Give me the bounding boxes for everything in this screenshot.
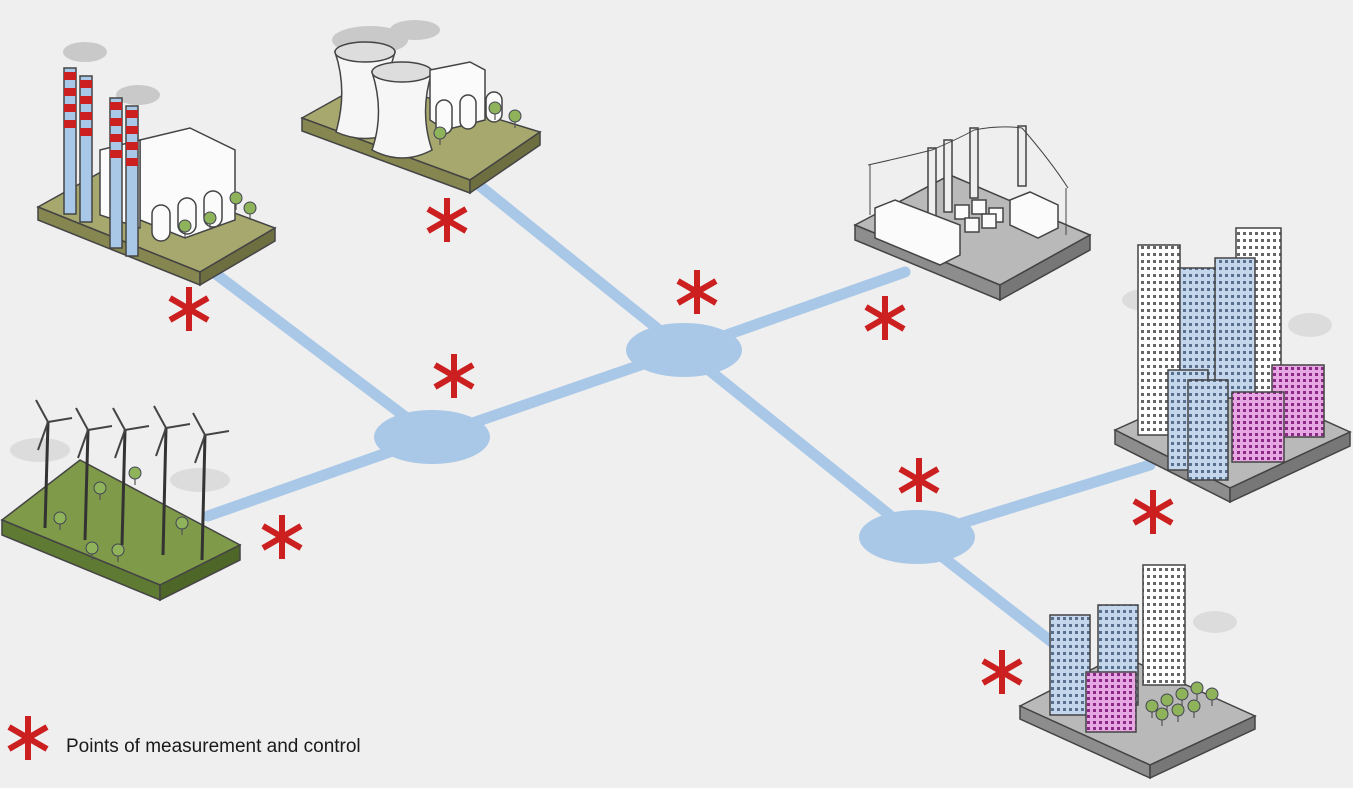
measurement-marker-substation bbox=[866, 296, 904, 340]
substation bbox=[853, 125, 1092, 302]
hub-right bbox=[859, 510, 975, 564]
smokestack-factory-icon bbox=[63, 67, 139, 257]
measurement-marker-wind bbox=[263, 515, 301, 559]
nuclear-power-plant bbox=[300, 20, 542, 195]
wind-farm bbox=[0, 399, 242, 602]
measurement-marker-hub-center bbox=[678, 270, 716, 314]
skyscraper-icon bbox=[1137, 227, 1325, 481]
legend-marker-icon bbox=[9, 716, 47, 760]
hub-center bbox=[626, 323, 742, 377]
measurement-marker-hub-right bbox=[900, 458, 938, 502]
coal-power-plant bbox=[36, 42, 277, 287]
measurement-marker-residential bbox=[983, 650, 1021, 694]
cooling-tower-icon bbox=[333, 41, 434, 159]
line-coal-hub bbox=[194, 256, 438, 443]
line-hub-hub-lower bbox=[678, 344, 923, 543]
city-center bbox=[1113, 227, 1352, 504]
wind-turbine-icon bbox=[43, 421, 207, 561]
building-icon bbox=[1049, 564, 1186, 733]
residential-district bbox=[1018, 564, 1257, 780]
measurement-marker-hub-left bbox=[435, 354, 473, 398]
line-nuclear-hub bbox=[464, 172, 690, 356]
measurement-marker-city bbox=[1134, 490, 1172, 534]
legend-label: Points of measurement and control bbox=[66, 736, 361, 757]
hub-left bbox=[374, 410, 490, 464]
measurement-marker-nuclear bbox=[428, 198, 466, 242]
measurement-marker-coal bbox=[170, 287, 208, 331]
